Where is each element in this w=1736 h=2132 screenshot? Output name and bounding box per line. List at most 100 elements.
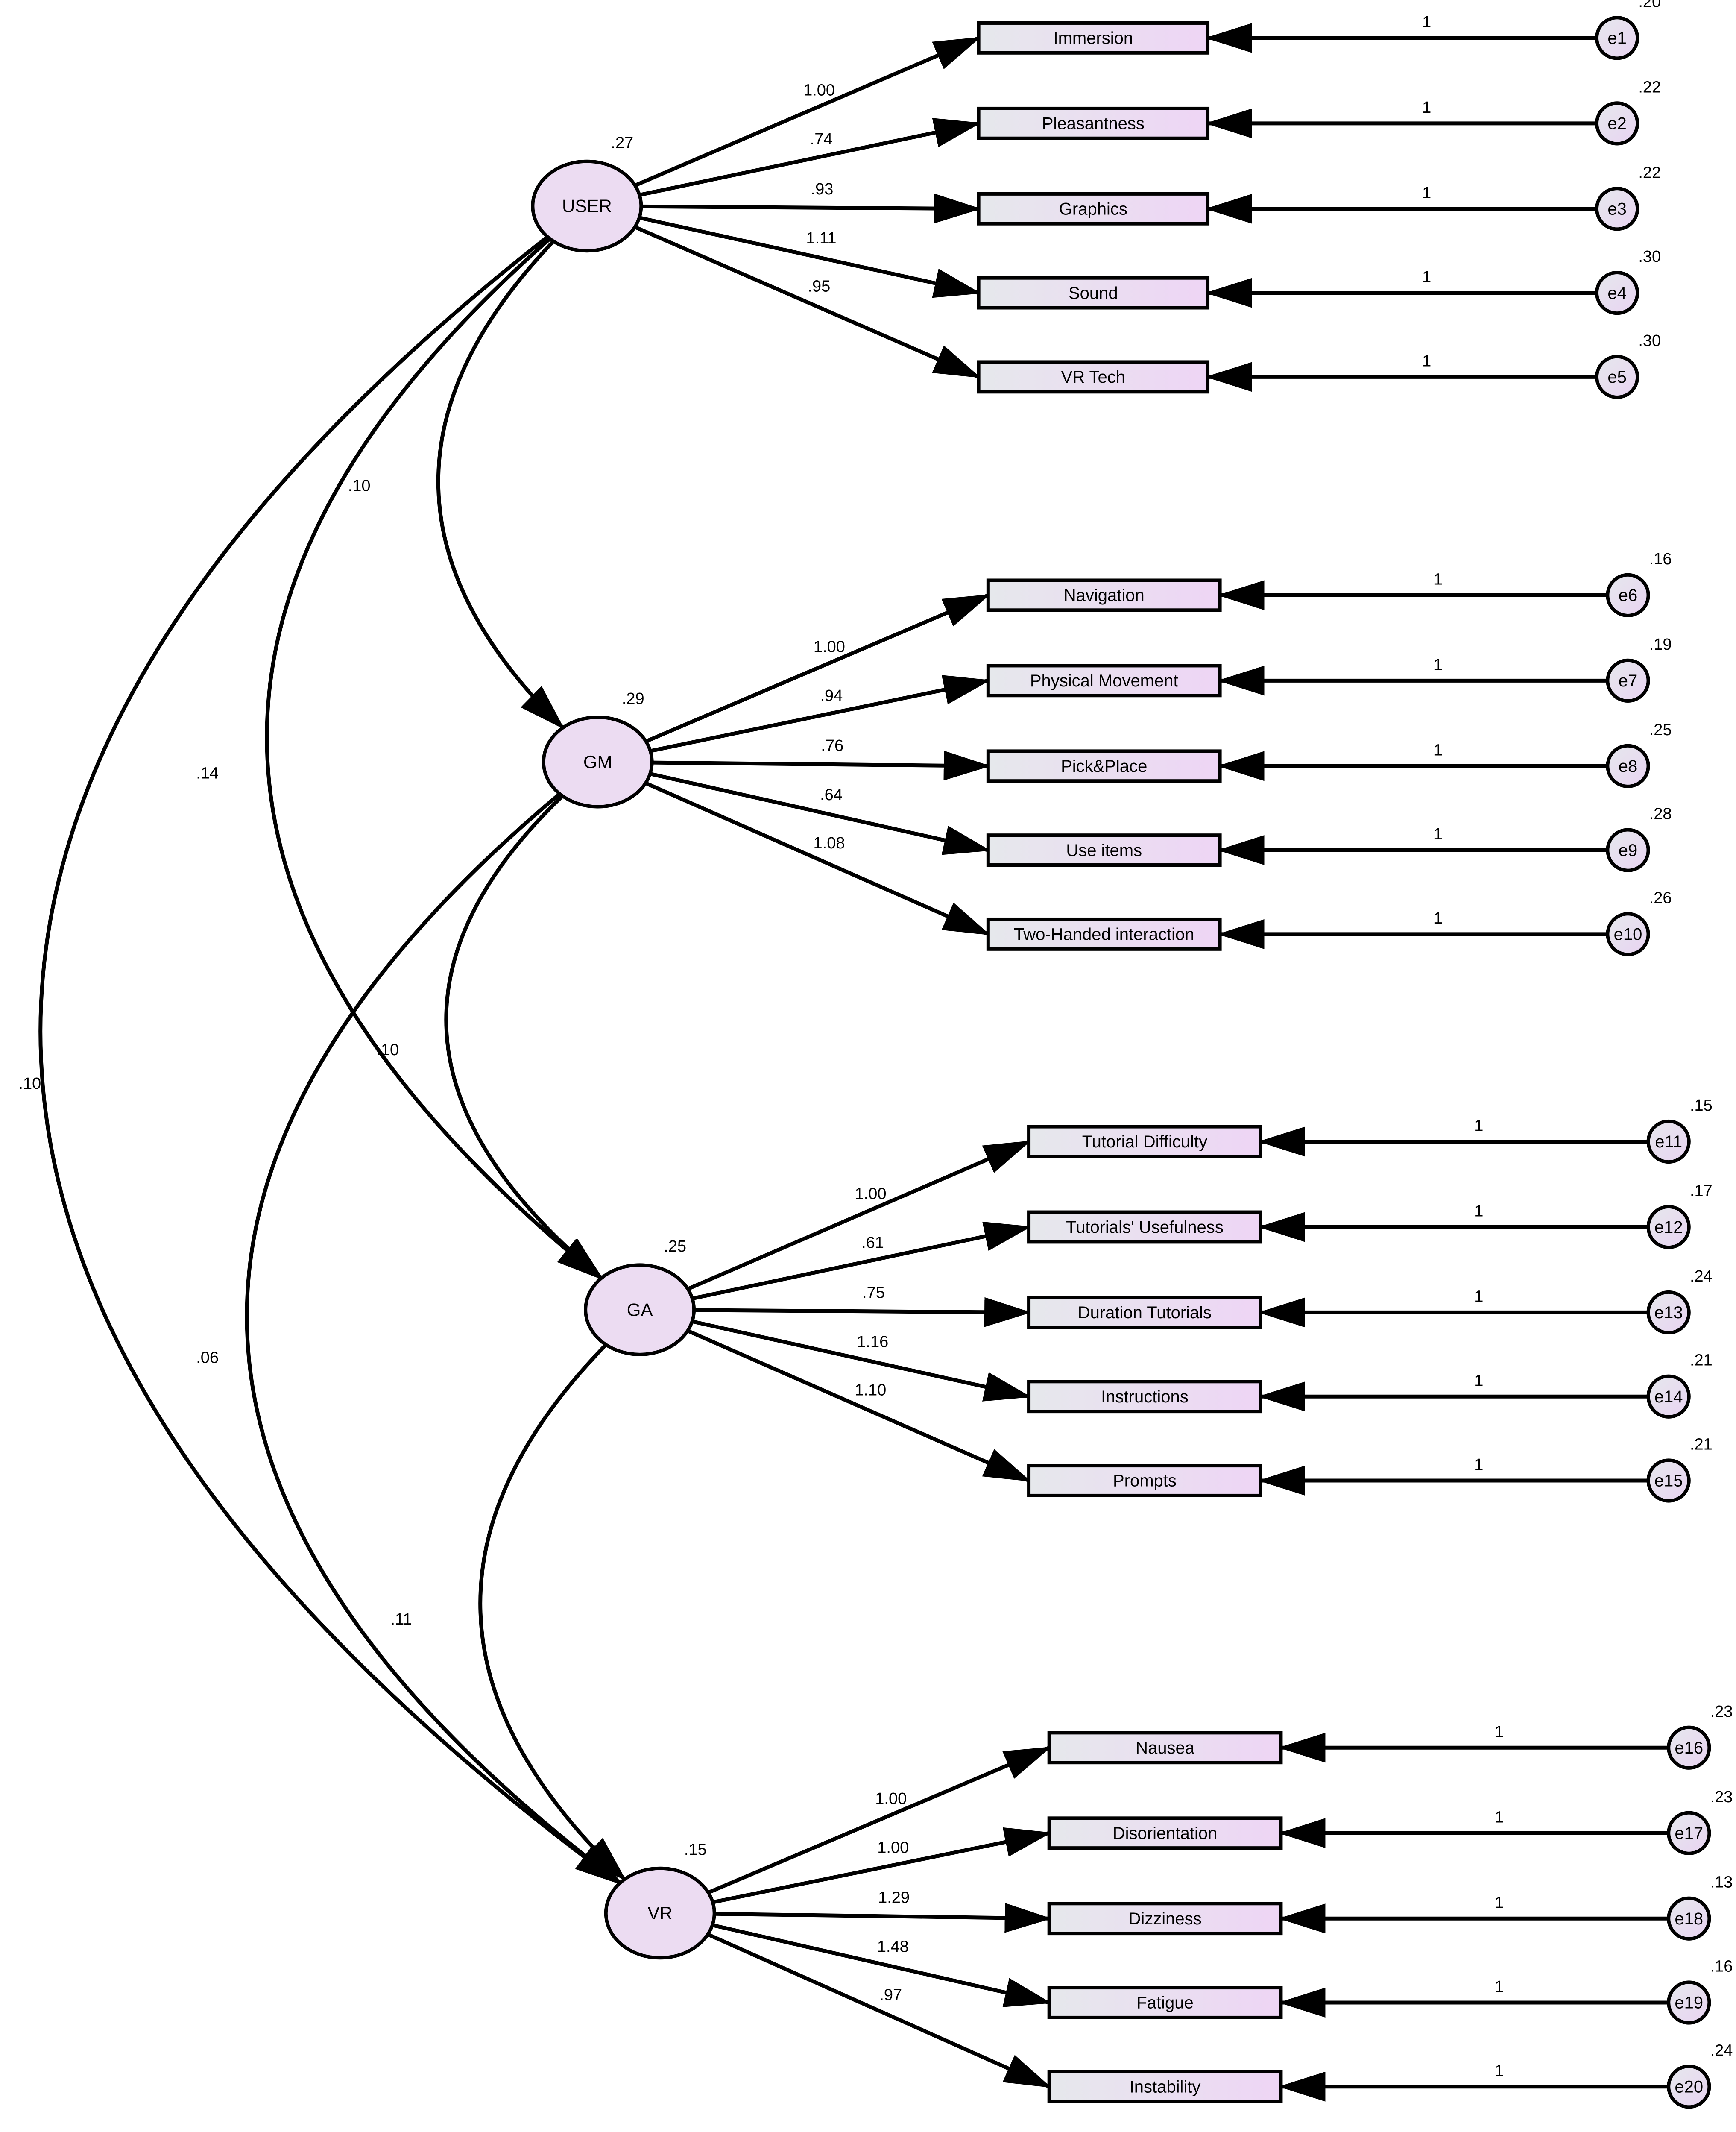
observed-label: Graphics [1059, 200, 1127, 219]
error-variance: .19 [1649, 636, 1672, 654]
error-weight: 1 [1474, 1202, 1483, 1220]
observed-label: Use items [1066, 841, 1142, 860]
loading-value: 1.00 [877, 1839, 909, 1857]
loading-value: 1.00 [814, 638, 845, 656]
error-variance: .24 [1710, 2041, 1733, 2059]
error-weight: 1 [1474, 1372, 1483, 1390]
error-weight: 1 [1422, 99, 1431, 117]
covariance-layer [38, 197, 648, 1885]
latent-variance: .25 [664, 1238, 686, 1255]
loading-value: 1.10 [855, 1381, 886, 1399]
observed-box [1047, 1816, 1283, 1850]
latent-label: GA [627, 1299, 653, 1320]
error-weight: 1 [1434, 656, 1443, 674]
error-label: e4 [1607, 284, 1627, 302]
error-weight: 1 [1474, 1456, 1483, 1474]
loading-arrow-e14 [691, 1320, 1031, 1402]
latent-label: VR [648, 1903, 673, 1923]
loading-arrow-e16 [707, 1746, 1052, 1894]
loading-value: 1.08 [814, 834, 845, 852]
observed-box [986, 664, 1222, 698]
loading-value: .76 [821, 737, 843, 755]
loading-value: .95 [808, 278, 830, 296]
observed-box [986, 833, 1222, 867]
latent-node-vr [604, 1866, 716, 1960]
error-variance: .21 [1690, 1352, 1713, 1370]
loading-arrow-e20 [707, 1933, 1052, 2088]
error-weight: 1 [1495, 1723, 1504, 1741]
loading-arrow-e9 [650, 772, 991, 855]
loading-arrow-e17 [712, 1827, 1052, 1904]
observed-label: Sound [1069, 284, 1118, 302]
error-node-e20 [1667, 2065, 1711, 2109]
error-node-e6 [1606, 573, 1650, 617]
error-node-e13 [1646, 1290, 1691, 1335]
error-label: e9 [1619, 841, 1638, 860]
error-weight: 1 [1434, 825, 1443, 843]
latent-variance: .15 [684, 1841, 707, 1859]
error-label: e20 [1675, 2078, 1703, 2097]
error-node-e9 [1606, 828, 1650, 872]
observed-box [986, 917, 1222, 951]
observed-box [986, 578, 1222, 612]
error-label: e6 [1619, 586, 1638, 605]
covariance-arrow-user-gm [436, 199, 595, 730]
error-node-e5 [1595, 355, 1639, 399]
error-node-e12 [1646, 1205, 1691, 1249]
error-node-e19 [1667, 1980, 1711, 2025]
loading-value: 1.00 [855, 1185, 887, 1203]
error-label: e18 [1675, 1909, 1703, 1928]
latent-variance: .29 [622, 690, 644, 708]
observed-box [977, 360, 1210, 394]
covariance-value-gm-ga: .10 [376, 1041, 399, 1059]
loading-arrow-e5 [634, 225, 981, 379]
error-weight: 1 [1474, 1288, 1483, 1306]
error-label: e7 [1619, 672, 1638, 690]
observed-label: Two-Handed interaction [1014, 925, 1194, 944]
loading-arrow-e8 [652, 751, 991, 781]
observed-box [1047, 2070, 1283, 2103]
latent-label: USER [562, 196, 612, 216]
error-node-e14 [1646, 1374, 1691, 1419]
observed-label: Nausea [1136, 1739, 1195, 1757]
observed-box [1027, 1125, 1262, 1158]
observed-label: Navigation [1064, 586, 1145, 605]
error-weight: 1 [1495, 1808, 1504, 1826]
observed-label: Dizziness [1128, 1909, 1201, 1928]
latent-node-gm [542, 716, 654, 809]
loading-arrow-e12 [692, 1221, 1031, 1301]
error-label: e14 [1654, 1387, 1683, 1406]
error-weight: 1 [1422, 184, 1431, 202]
error-node-e2 [1595, 101, 1639, 146]
loading-value: .94 [820, 687, 843, 705]
observed-box [1047, 1731, 1283, 1765]
observed-label: Tutorial Difficulty [1082, 1132, 1207, 1151]
loading-value: .93 [811, 180, 834, 198]
observed-box [1047, 1902, 1283, 1936]
error-variance: .30 [1638, 248, 1661, 266]
error-node-e8 [1606, 744, 1650, 788]
loading-value: .74 [810, 130, 833, 148]
error-label: e11 [1655, 1132, 1682, 1151]
loading-value: 1.29 [878, 1889, 910, 1907]
loading-arrow-e15 [687, 1329, 1031, 1483]
error-node-e18 [1667, 1896, 1711, 1941]
error-variance: .30 [1638, 332, 1661, 350]
error-weight: 1 [1495, 1978, 1504, 1996]
covariance-arrow-gm-ga [444, 754, 605, 1280]
error-weight: 1 [1434, 571, 1443, 589]
loading-value: .97 [879, 1986, 902, 2004]
observed-label: Duration Tutorials [1078, 1303, 1212, 1322]
error-variance: .22 [1638, 164, 1661, 182]
error-weight: 1 [1495, 1894, 1504, 1912]
error-label: e12 [1654, 1218, 1683, 1237]
error-variance: .23 [1710, 1788, 1733, 1806]
loading-arrow-e13 [694, 1297, 1032, 1327]
observed-box [1027, 1296, 1262, 1329]
error-node-e4 [1595, 270, 1639, 315]
observed-box [977, 192, 1210, 226]
error-label: e15 [1654, 1472, 1683, 1490]
loading-arrow-e3 [641, 194, 981, 224]
loading-value: 1.16 [857, 1333, 888, 1351]
error-variance: .16 [1710, 1958, 1733, 1976]
